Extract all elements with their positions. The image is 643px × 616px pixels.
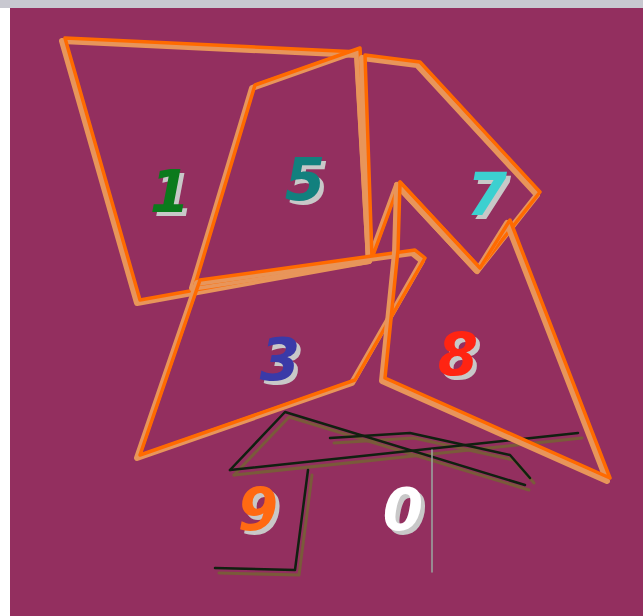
region-number: 7 xyxy=(467,166,507,224)
polygon-outline xyxy=(385,182,610,478)
region-number: 1 xyxy=(150,163,190,221)
region-number: 5 xyxy=(285,151,325,209)
polygon-region: 8 xyxy=(385,182,610,478)
region-number: 3 xyxy=(260,331,300,389)
polygon-region: 5 xyxy=(195,48,372,285)
polygon-outline xyxy=(195,48,372,285)
region-number: 8 xyxy=(438,326,478,384)
orange-number: 9 xyxy=(238,481,278,539)
white-number: 0 xyxy=(383,481,423,539)
